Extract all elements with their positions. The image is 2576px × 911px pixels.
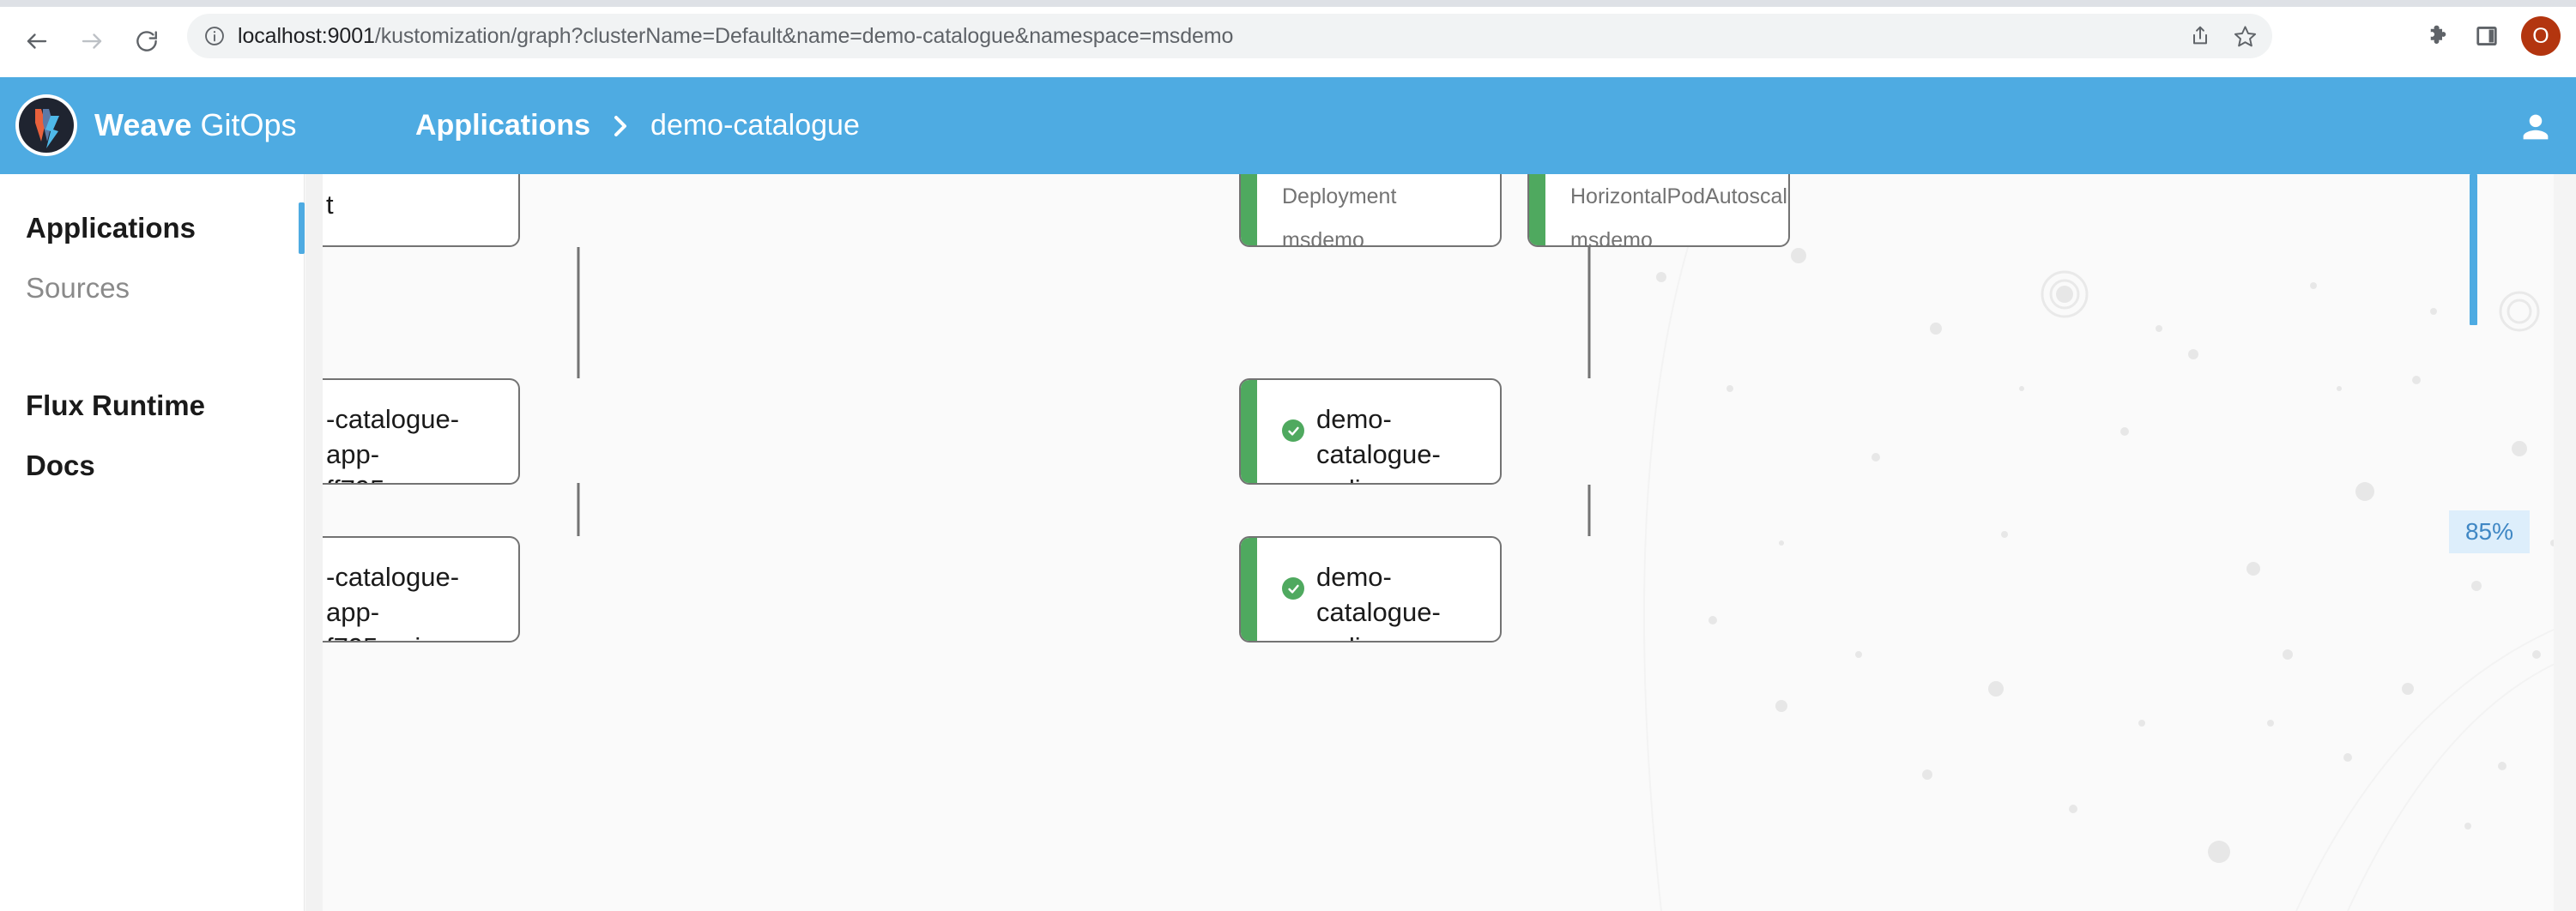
url-host: localhost:9001 [238,24,375,48]
zoom-level-badge[interactable]: 85% [2449,510,2530,553]
weave-gitops-logo-icon [15,94,77,156]
star-icon[interactable] [2222,14,2267,58]
sidebar-item-sources[interactable]: Sources [0,258,305,318]
active-tab[interactable] [2351,0,2576,9]
side-panel-icon[interactable] [2464,14,2509,58]
graph-node-deployment[interactable]: Deployment msdemo [1239,174,1502,247]
sidebar-secondary-group: Flux Runtime Docs [0,376,305,496]
graph-edges [577,247,1591,536]
sidebar-divider [305,174,323,911]
app-header: Weave GitOps Applications demo-catalogue [0,77,2576,174]
graph-node-left-pod[interactable]: -catalogue-app- f795-spjgg [323,536,520,643]
graph-node-pod[interactable]: demo-catalogue-redis-5989d5bb68-22jwk Po… [1239,536,1502,643]
status-stripe [1241,380,1257,483]
breadcrumb-applications[interactable]: Applications [415,109,591,142]
tab-strip [0,0,2576,7]
address-bar[interactable]: localhost:9001/kustomization/graph?clust… [187,14,2272,58]
brand-name: Weave GitOps [94,107,296,143]
forward-arrow-icon[interactable] [69,18,115,64]
sidebar-item-applications[interactable]: Applications [0,198,305,258]
brand-name-light: GitOps [200,107,297,142]
chevron-right-icon [609,112,632,141]
node-namespace: msdemo [1570,228,1653,247]
breadcrumb: Applications demo-catalogue [415,77,860,174]
graph-node-hpa[interactable]: HorizontalPodAutoscaler msdemo [1527,174,1790,247]
toolbar-right-cluster: O [2416,14,2564,58]
node-kind: HorizontalPodAutoscaler [1570,184,1790,208]
node-title: demo-catalogue-redis-5989d5bb68-22jwk [1316,562,1441,641]
sidebar-item-label: Applications [26,212,197,244]
omnibox-actions [2178,14,2267,58]
sidebar: Applications Sources Flux Runtime Docs [0,174,305,911]
node-kind: Deployment [1282,184,1397,208]
graph-node-replicaset[interactable]: demo-catalogue-redis-5989d5bb68 ReplicaS… [1239,378,1502,485]
brand-name-bold: Weave [94,107,192,142]
puzzle-icon[interactable] [2416,14,2461,58]
node-namespace: msdemo [1282,228,1364,247]
sidebar-item-label: Flux Runtime [26,389,206,421]
node-title: t [326,190,334,220]
share-icon[interactable] [2178,14,2222,58]
sidebar-item-label: Sources [26,272,130,304]
sidebar-item-docs[interactable]: Docs [0,436,305,496]
graph-node-left-replicaset[interactable]: -catalogue-app- ff795 [323,378,520,485]
site-info-icon[interactable] [203,25,226,47]
breadcrumb-current: demo-catalogue [650,109,860,142]
node-title: demo-catalogue-redis-5989d5bb68 [1316,404,1441,483]
url-path: /kustomization/graph?clusterName=Default… [374,24,1234,48]
brand-logo[interactable]: Weave GitOps [15,94,296,156]
app-body: Applications Sources Flux Runtime Docs [0,174,2576,911]
node-title: -catalogue-app- f795-spjgg [326,562,460,641]
status-stripe [1241,174,1257,245]
reload-icon[interactable] [124,18,170,64]
graph-background-pattern [1643,174,2576,911]
node-title: -catalogue-app- ff795 [326,404,460,483]
status-ok-icon [1282,577,1304,600]
graph-node-left-top[interactable]: t [323,174,520,247]
sidebar-item-label: Docs [26,449,95,481]
status-ok-icon [1282,419,1304,442]
profile-avatar[interactable]: O [2521,16,2561,56]
browser-chrome: localhost:9001/kustomization/graph?clust… [0,0,2576,77]
dependency-graph-canvas[interactable]: t -catalogue-app- ff795 -catalogue-app- … [323,174,2576,911]
vertical-scrollbar-thumb[interactable] [2470,174,2477,325]
sidebar-item-flux-runtime[interactable]: Flux Runtime [0,376,305,436]
active-indicator [299,202,305,254]
canvas-right-edge [2554,174,2576,911]
sidebar-primary-group: Applications Sources [0,198,305,318]
account-circle-icon[interactable] [2516,106,2555,146]
back-arrow-icon[interactable] [14,18,60,64]
url-text: localhost:9001/kustomization/graph?clust… [238,14,1233,58]
status-stripe [1241,538,1257,641]
status-stripe [1529,174,1545,245]
